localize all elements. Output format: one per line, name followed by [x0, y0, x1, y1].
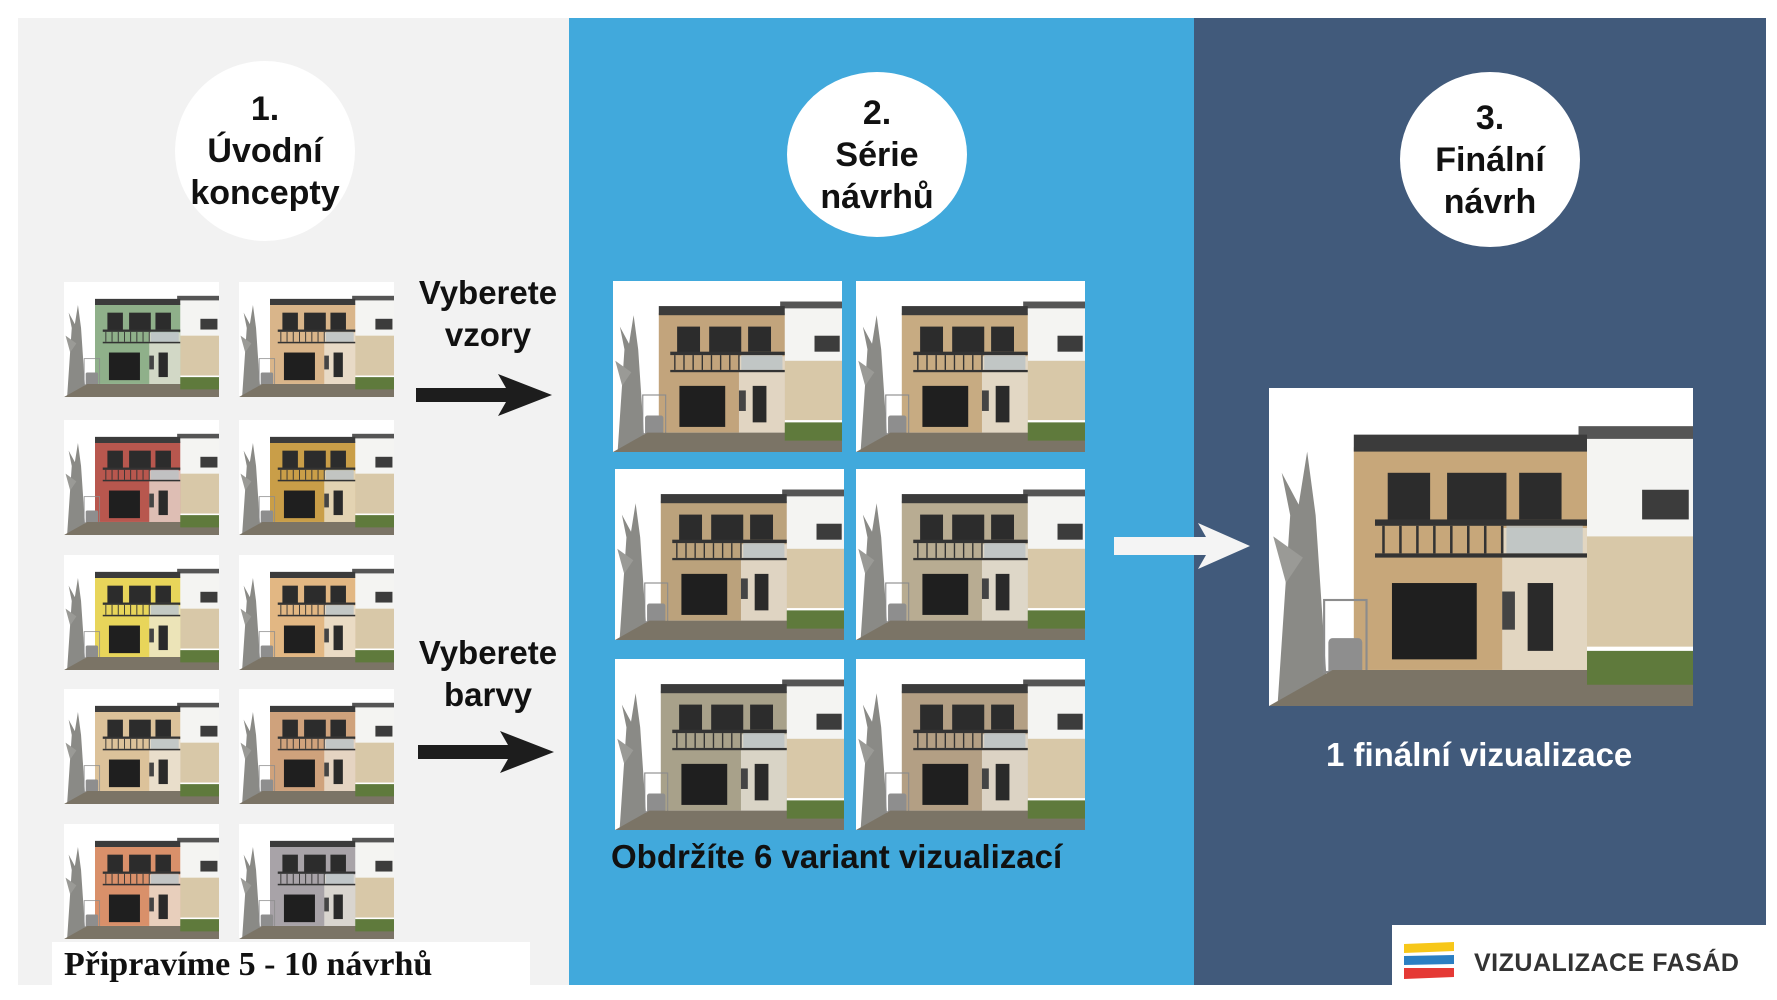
step1-title-line2: koncepty	[190, 174, 340, 212]
arrow-right-icon	[418, 731, 554, 773]
arrow-right-icon	[1114, 523, 1250, 569]
series-thumbnail	[613, 281, 842, 452]
logo-stripes-icon	[1404, 942, 1454, 979]
concept-thumbnail	[64, 555, 219, 670]
concept-thumbnail	[239, 689, 394, 804]
step3-title-line2: návrh	[1443, 182, 1537, 221]
series-thumbnail	[856, 659, 1085, 830]
arrow1-label-line1: Vyberete	[418, 274, 558, 311]
step1-caption-box: Připravíme 5 - 10 návrhů	[52, 942, 530, 992]
arrow2-label-line1: Vyberete	[418, 634, 558, 671]
step1-number: 1.	[250, 90, 280, 128]
concept-thumbnail	[64, 420, 219, 535]
series-thumbnail	[856, 281, 1085, 452]
concept-thumbnail	[239, 824, 394, 939]
arrow-right-icon	[416, 374, 552, 416]
step2-circle: 2. Série návrhů	[787, 72, 967, 237]
concept-thumbnail	[64, 282, 219, 397]
concept-thumbnail	[64, 824, 219, 939]
step1-title-line1: Úvodní	[207, 132, 323, 170]
series-thumbnail	[615, 469, 844, 640]
step3-caption: 1 finální vizualizace	[1326, 736, 1633, 773]
step2-number: 2.	[862, 93, 892, 132]
arrow1-label: Vyberete vzory	[403, 272, 573, 356]
step2-title-line2: návrhů	[820, 177, 934, 216]
brand-logo: VIZUALIZACE FASÁD	[1392, 925, 1777, 1000]
step3-title-line1: Finální	[1435, 140, 1545, 179]
arrow1-label-line2: vzory	[444, 316, 532, 353]
arrow2-label-line2: barvy	[443, 676, 533, 713]
series-thumbnail	[856, 469, 1085, 640]
concept-thumbnail	[239, 282, 394, 397]
final-visualization	[1269, 388, 1693, 706]
concept-thumbnail	[239, 420, 394, 535]
step3-number: 3.	[1475, 98, 1505, 137]
step1-circle: 1. Úvodní koncepty	[175, 61, 355, 241]
series-thumbnail	[615, 659, 844, 830]
step1-caption: Připravíme 5 - 10 návrhů	[64, 946, 433, 983]
concept-thumbnail	[239, 555, 394, 670]
step3-circle: 3. Finální návrh	[1400, 72, 1580, 247]
step2-title-line1: Série	[835, 135, 919, 174]
logo-text: VIZUALIZACE FASÁD	[1474, 949, 1740, 977]
concept-thumbnail	[64, 689, 219, 804]
arrow2-label: Vyberete barvy	[403, 632, 573, 716]
step2-caption: Obdržíte 6 variant vizualizací	[611, 838, 1063, 875]
